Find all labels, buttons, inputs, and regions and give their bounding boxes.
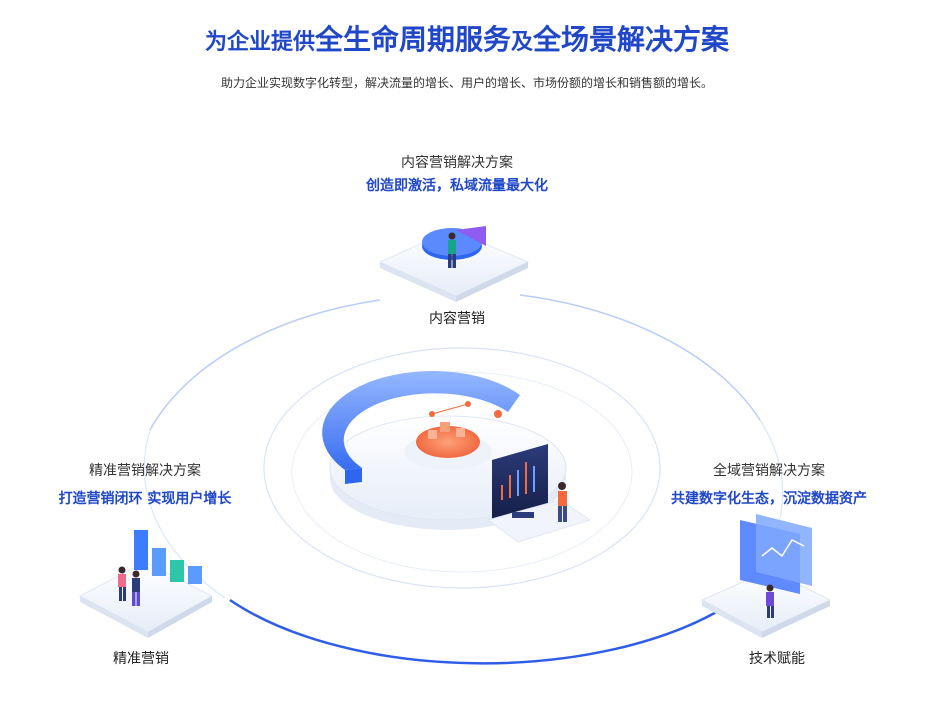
title-join: 及 [511, 30, 534, 55]
title-main: 全生命周期服务 [314, 23, 511, 56]
middle-ring [263, 347, 661, 589]
content-marketing-pod [378, 226, 530, 302]
inner-ring [291, 371, 633, 573]
precision-marketing-heading: 精准营销解决方案 [89, 463, 201, 479]
precision-marketing-label: 精准营销 [113, 651, 169, 667]
tech-enablement-pod [700, 514, 832, 638]
tech-enablement-label: 技术赋能 [749, 651, 805, 667]
title-prefix: 为企业提供 [204, 30, 315, 55]
omnichannel-marketing-slogan: 共建数字化生态，沉淀数据资产 [671, 491, 867, 507]
page-title: 为企业提供全生命周期服务及全场景解决方案 [0, 18, 934, 58]
page-subtitle: 助力企业实现数字化转型，解决流量的增长、用户的增长、市场份额的增长和销售额的增长… [220, 76, 713, 90]
content-marketing-heading: 内容营销解决方案 [401, 155, 513, 171]
precision-marketing-pod [78, 530, 214, 638]
dashboard-screen-icon [486, 444, 592, 543]
content-marketing-slogan: 创造即激活，私域流量最大化 [366, 178, 548, 194]
title-end: 全场景解决方案 [533, 23, 730, 56]
content-marketing-label: 内容营销 [429, 311, 485, 327]
person-figure [558, 482, 567, 522]
precision-marketing-slogan: 打造营销闭环 实现用户增长 [58, 491, 232, 507]
outer-ring [143, 294, 784, 665]
omnichannel-marketing-heading: 全域营销解决方案 [713, 463, 825, 479]
